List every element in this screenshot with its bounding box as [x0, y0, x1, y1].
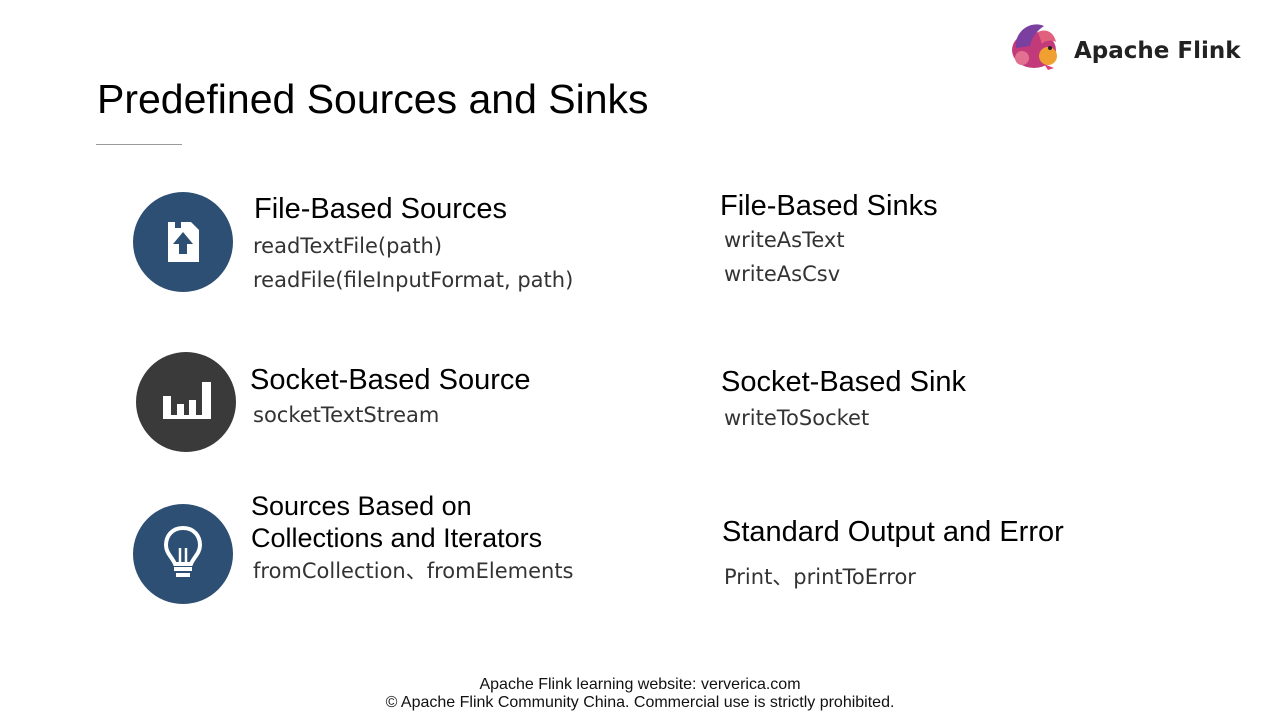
source-method: readFile(fileInputFormat, path): [253, 268, 574, 292]
title-underline: [96, 144, 182, 145]
page-title: Predefined Sources and Sinks: [97, 76, 649, 122]
sink-method: Print、printToError: [724, 565, 916, 589]
footer-copyright: © Apache Flink Community China. Commerci…: [385, 694, 895, 711]
socket-source-circle: [136, 352, 236, 452]
lightbulb-icon: [163, 525, 203, 577]
collection-source-circle: [133, 504, 233, 604]
squirrel-logo-icon: [1012, 24, 1057, 70]
apache-flink-logo: Apache Flink: [1008, 18, 1241, 74]
source-method: fromCollection、fromElements: [253, 559, 574, 583]
source-heading: File-Based Sources: [254, 193, 508, 225]
sink-heading: Standard Output and Error: [722, 516, 1064, 548]
source-method: socketTextStream: [253, 403, 440, 427]
sink-heading: Socket-Based Sink: [721, 366, 967, 398]
file-sources-circle: [133, 192, 233, 292]
source-method: readTextFile(path): [253, 234, 443, 258]
sink-method: writeAsText: [724, 228, 845, 252]
sink-method: writeAsCsv: [724, 262, 841, 286]
file-upload-icon: [168, 222, 199, 262]
logo-text: Apache Flink: [1074, 38, 1241, 64]
source-heading: Socket-Based Source: [250, 364, 531, 396]
source-heading-line: Collections and Iterators: [251, 523, 543, 553]
sink-method: writeToSocket: [724, 406, 870, 430]
bar-chart-icon: [163, 382, 211, 419]
sink-heading: File-Based Sinks: [720, 190, 938, 222]
footer-website: Apache Flink learning website: ververica…: [479, 676, 801, 693]
source-heading-line: Sources Based on: [251, 491, 472, 521]
